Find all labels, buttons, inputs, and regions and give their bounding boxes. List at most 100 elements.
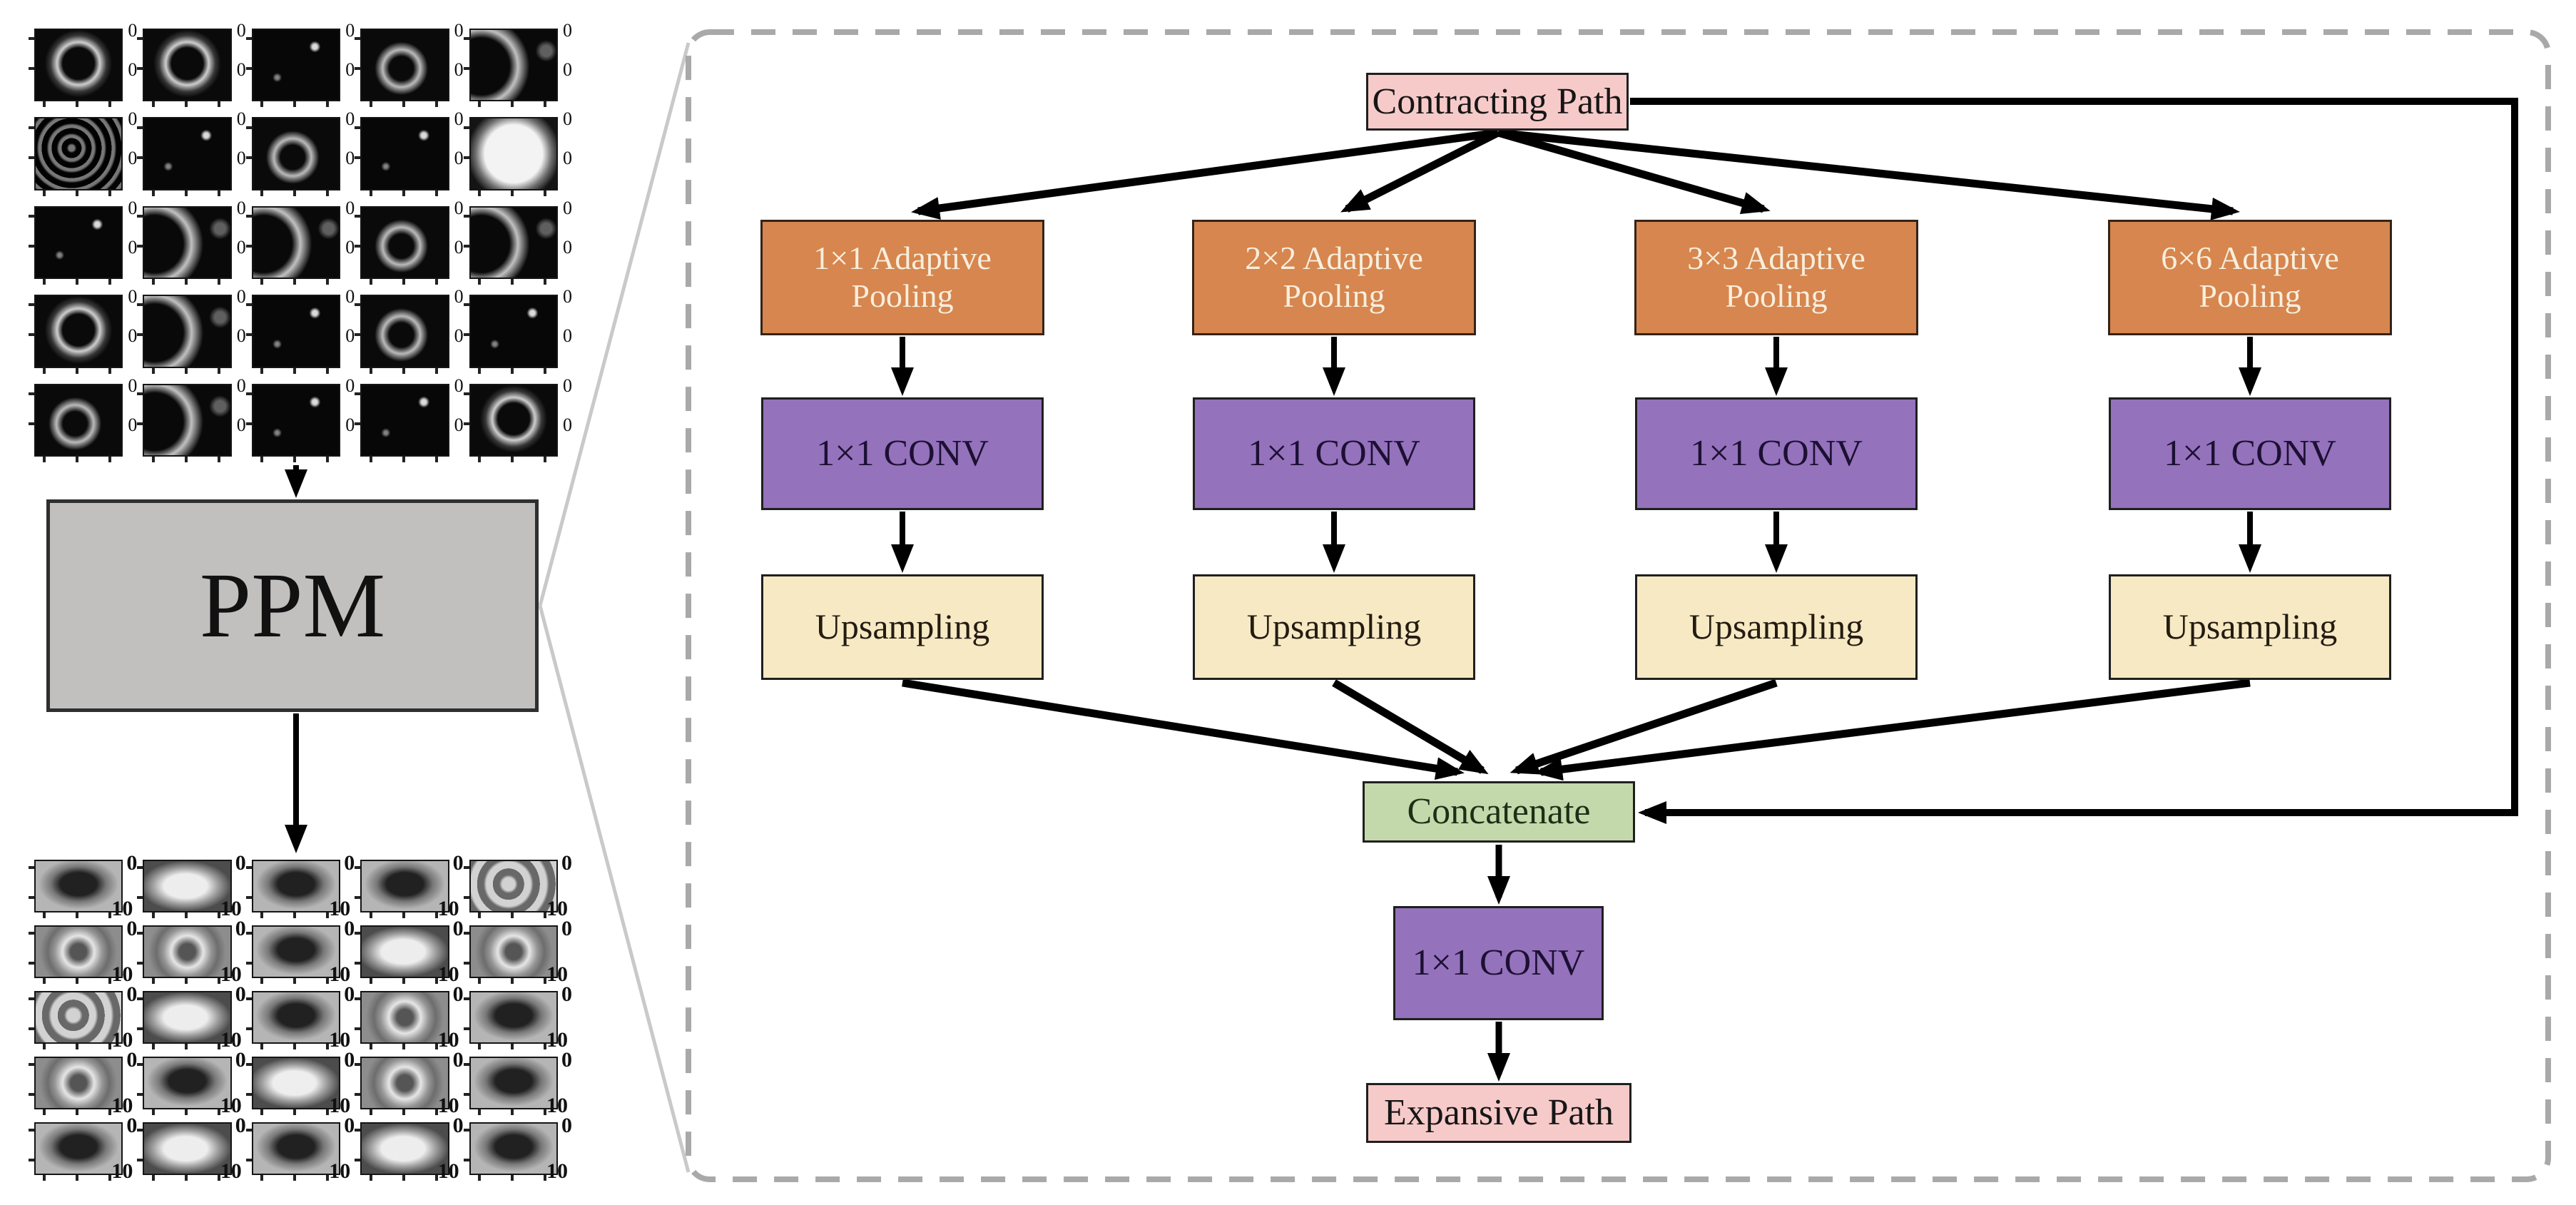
arrow-upsampling-to-concat-2: [1332, 679, 1489, 775]
axis-tick-label: 0: [345, 414, 355, 435]
axis-tick-label: 10: [437, 1028, 459, 1052]
axis-tick-label: 0: [345, 286, 355, 307]
axis-tick-label: 0: [454, 197, 464, 218]
feature-map-image: [360, 383, 449, 457]
feature-map-image: [469, 1057, 558, 1109]
feature-map-image: [143, 1122, 232, 1175]
axis-tick-label: 0: [345, 375, 355, 396]
axis-tick-label: 0: [235, 851, 246, 875]
axis-tick-label: 0: [345, 20, 355, 41]
axis-tick-label: 0: [454, 108, 464, 130]
pooling-box-3x3: 3×3 Adaptive Pooling: [1634, 220, 1918, 335]
conv-box-3: 1×1 CONV: [1635, 397, 1918, 510]
feature-map-image: [251, 295, 341, 368]
feature-map-image: [34, 1057, 123, 1109]
expansive-path-box: Expansive Path: [1366, 1083, 1631, 1143]
axis-tick-label: 10: [220, 1159, 242, 1183]
skip-connection-line: [1630, 98, 2518, 824]
axis-tick-label: 0: [454, 20, 464, 41]
feature-map-image: [34, 991, 123, 1044]
axis-tick-label: 0: [235, 982, 246, 1006]
feature-map-image: [360, 295, 449, 368]
feature-map-image: [360, 925, 449, 978]
axis-tick-label: 0: [128, 197, 138, 218]
axis-tick-label: 0: [344, 917, 355, 940]
axis-tick-label: 0: [126, 851, 138, 875]
axis-tick-label: 10: [329, 962, 351, 986]
axis-tick-label: 0: [454, 236, 464, 258]
axis-tick-label: 0: [128, 286, 138, 307]
axis-tick-label: 0: [126, 917, 138, 940]
axis-tick-label: 0: [563, 197, 572, 218]
feature-map-image: [143, 117, 232, 190]
axis-tick-label: 0: [236, 59, 246, 80]
axis-tick-label: 10: [220, 1094, 242, 1117]
feature-map-image: [469, 29, 558, 102]
feature-map-image: [143, 295, 232, 368]
axis-tick-label: 0: [344, 1114, 355, 1137]
feature-map-image: [34, 1122, 123, 1175]
feature-map-image: [143, 860, 232, 912]
arrow-upsampling-to-concat-3: [1510, 678, 1778, 775]
axis-tick-label: 0: [454, 286, 464, 307]
axis-tick-label: 0: [126, 1114, 138, 1137]
axis-tick-label: 10: [329, 897, 351, 920]
axis-tick-label: 0: [563, 236, 572, 258]
axis-tick-label: 10: [220, 962, 242, 986]
axis-tick-label: 0: [452, 1114, 464, 1137]
feature-map-image: [34, 117, 123, 190]
arrow-contracting-to-pooling-1: [911, 128, 1499, 220]
axis-tick-label: 0: [128, 414, 138, 435]
upsampling-box-4: Upsampling: [2109, 574, 2391, 680]
feature-map-image: [251, 383, 341, 457]
axis-tick-label: 10: [546, 1028, 568, 1052]
callout-line-top: [538, 42, 691, 606]
final-conv-box: 1×1 CONV: [1393, 906, 1604, 1020]
axis-tick-label: 0: [345, 236, 355, 258]
feature-map-image: [360, 1057, 449, 1109]
axis-tick-label: 0: [563, 108, 572, 130]
feature-map-image: [251, 117, 341, 190]
axis-tick-label: 0: [561, 982, 572, 1006]
feature-map-image: [469, 991, 558, 1044]
axis-tick-label: 10: [111, 1094, 133, 1117]
axis-tick-label: 0: [452, 982, 464, 1006]
feature-map-image: [34, 925, 123, 978]
feature-map-image: [34, 383, 123, 457]
feature-map-image: [251, 1122, 341, 1175]
axis-tick-label: 0: [452, 917, 464, 940]
feature-map-image: [143, 1057, 232, 1109]
axis-tick-label: 0: [236, 20, 246, 41]
feature-map-image: [34, 205, 123, 280]
upsampling-box-1: Upsampling: [761, 574, 1044, 680]
axis-tick-label: 0: [561, 851, 572, 875]
axis-tick-label: 0: [561, 1048, 572, 1072]
axis-tick-label: 0: [345, 325, 355, 347]
feature-map-image: [469, 925, 558, 978]
axis-tick-label: 0: [126, 982, 138, 1006]
axis-tick-label: 10: [437, 1159, 459, 1183]
feature-map-image: [469, 117, 558, 190]
pooling-box-1x1: 1×1 Adaptive Pooling: [760, 220, 1044, 335]
axis-tick-label: 10: [329, 1094, 351, 1117]
axis-tick-label: 0: [454, 148, 464, 169]
feature-map-tile: 0 10: [245, 917, 355, 986]
axis-tick-label: 10: [220, 1028, 242, 1052]
feature-map-image: [251, 925, 341, 978]
